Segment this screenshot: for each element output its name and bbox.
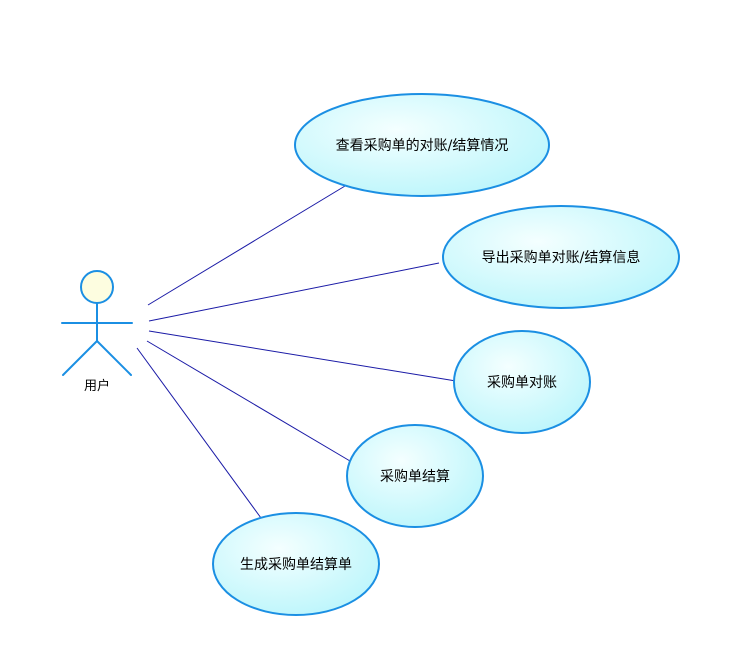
- use-case-reconcile[interactable]: 采购单对账: [453, 330, 591, 434]
- actor-right-leg: [96, 340, 132, 376]
- association-generate: [136, 347, 262, 519]
- use-case-ellipse: [294, 93, 550, 197]
- use-case-label: 采购单对账: [487, 375, 557, 391]
- actor-left-leg: [62, 340, 98, 376]
- use-case-label: 导出采购单对账/结算信息: [482, 249, 641, 266]
- use-case-label: 采购单结算: [380, 469, 450, 485]
- use-case-ellipse: [453, 330, 591, 434]
- association-reconcile: [148, 330, 457, 382]
- actor-label: 用户: [84, 378, 110, 394]
- actor-head: [80, 270, 114, 304]
- associations: [136, 185, 457, 519]
- association-settle: [146, 340, 351, 462]
- association-view-status: [147, 185, 346, 306]
- use-case-ellipse: [442, 205, 680, 309]
- use-case-ellipse: [346, 424, 484, 528]
- use-case-export-info[interactable]: 导出采购单对账/结算信息: [442, 205, 680, 309]
- use-case-ellipse: [212, 512, 380, 616]
- use-case-view-status[interactable]: 查看采购单的对账/结算情况: [294, 93, 550, 197]
- actor-user[interactable]: 用户: [61, 270, 133, 394]
- use-case-settle[interactable]: 采购单结算: [346, 424, 484, 528]
- use-case-label: 查看采购单的对账/结算情况: [336, 138, 509, 154]
- use-case-label: 生成采购单结算单: [240, 557, 352, 573]
- association-export-info: [148, 262, 440, 322]
- use-case-generate[interactable]: 生成采购单结算单: [212, 512, 380, 616]
